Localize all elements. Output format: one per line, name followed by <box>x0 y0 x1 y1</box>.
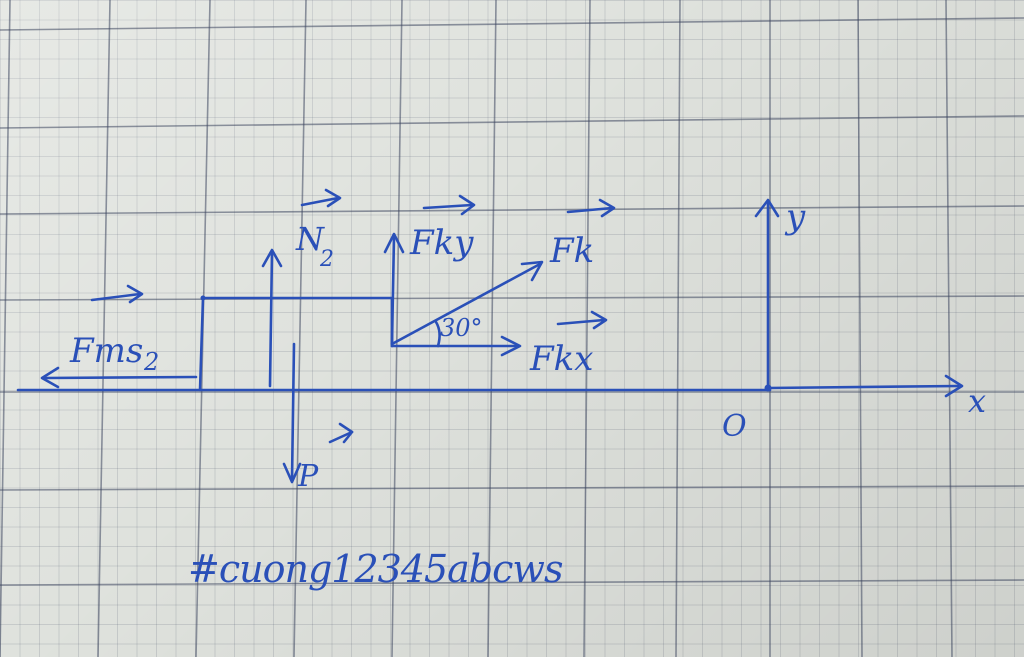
normal-vector-bar <box>300 188 342 208</box>
origin-dot <box>764 384 772 392</box>
block <box>198 296 394 392</box>
y-axis-arrow <box>754 198 780 390</box>
angle-arc <box>434 320 441 348</box>
weight-vector-bar <box>328 422 354 444</box>
x-axis-arrow <box>766 374 964 398</box>
normal-force-label: N <box>295 220 325 258</box>
force-vector-bar <box>566 198 616 218</box>
friction-arrow <box>40 366 198 389</box>
force-x-label: Fkx <box>529 339 593 379</box>
force-label: Fk <box>549 231 594 271</box>
y-axis-label: y <box>784 197 806 237</box>
friction-label: Fms <box>69 331 143 371</box>
force-x-arrow <box>390 335 522 357</box>
normal-force-arrow <box>261 248 283 388</box>
x-axis-label: x <box>968 382 986 420</box>
force-x-vector-bar <box>556 310 608 330</box>
origin-label: O <box>722 409 747 444</box>
weight-label: P <box>297 459 319 494</box>
normal-force-subscript: 2 <box>319 247 334 272</box>
weight-arrow <box>282 342 302 484</box>
applied-force-arrow <box>390 260 544 346</box>
caption-text: #cuong12345abcws <box>188 547 563 591</box>
force-y-vector-bar <box>422 194 476 216</box>
force-y-arrow <box>383 232 405 346</box>
block-corner-dot <box>200 295 206 301</box>
force-y-label: Fky <box>409 223 474 263</box>
angle-label: 30° <box>440 314 483 342</box>
friction-vector-bar <box>90 284 144 304</box>
friction-subscript: 2 <box>143 348 159 376</box>
